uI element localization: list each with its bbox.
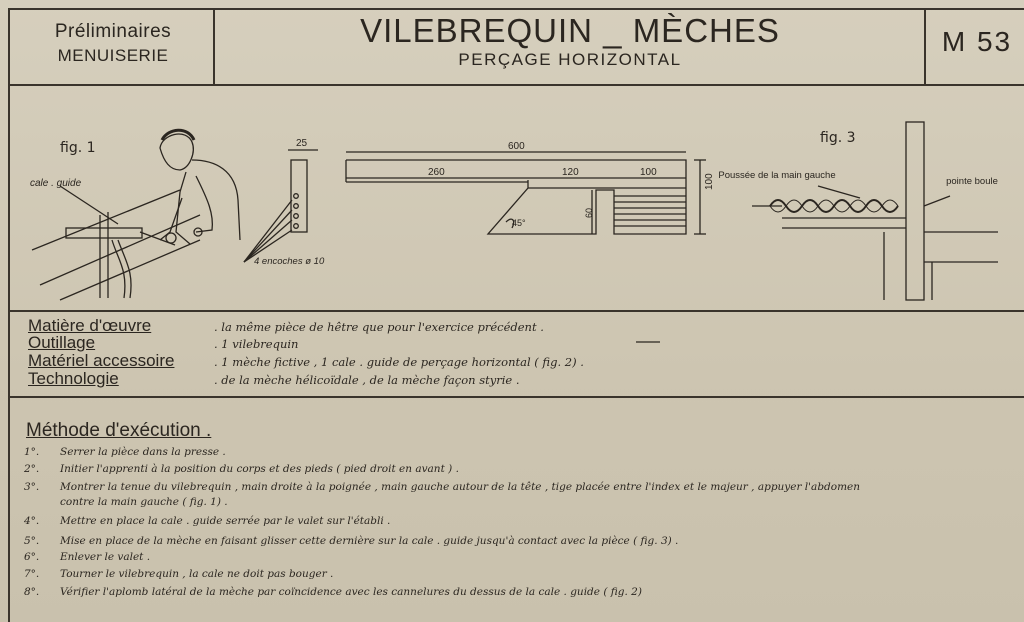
method-step: 4°. Mettre en place la cale . guide serré… bbox=[24, 515, 390, 527]
fig3-callout-left: Poussée de la main gauche bbox=[718, 170, 836, 181]
info-value-outillage: . 1 vilebrequin bbox=[214, 337, 299, 351]
method-title: Méthode d'exécution . bbox=[26, 420, 212, 441]
step-text: Serrer la pièce dans la presse . bbox=[60, 446, 226, 458]
fig1-label: fig. 1 bbox=[60, 140, 96, 156]
fig2-dim-mid: 120 bbox=[562, 167, 579, 178]
info-label-outillage: Outillage bbox=[28, 333, 96, 352]
top-rule bbox=[8, 8, 1024, 10]
fig2-dim-left: 260 bbox=[428, 167, 445, 178]
section-label: Préliminaires MENUISERIE bbox=[14, 20, 212, 68]
fig3-label: fig. 3 bbox=[820, 130, 856, 146]
fig2-angle: 45° bbox=[512, 218, 526, 228]
header-divider-right bbox=[924, 8, 926, 84]
page-subtitle: PERÇAGE HORIZONTAL bbox=[458, 50, 682, 69]
step-text: Mise en place de la mèche en faisant gli… bbox=[60, 535, 679, 547]
section-line-1: Préliminaires bbox=[54, 21, 172, 42]
fig3-illustration bbox=[752, 121, 998, 301]
method-step: 6°. Enlever le valet . bbox=[24, 551, 150, 563]
fig2-dim-slot: 60 bbox=[584, 207, 594, 218]
method-step: contre la main gauche ( fig. 1) . bbox=[24, 496, 228, 508]
step-number: 3°. bbox=[24, 481, 40, 493]
fig2-note: 4 encoches ø 10 bbox=[254, 256, 325, 267]
sheet-code: M 53 bbox=[941, 26, 1013, 57]
figures-rule bbox=[8, 310, 1024, 312]
step-text: Montrer la tenue du vilebrequin , main d… bbox=[60, 481, 861, 493]
step-text: Vérifier l'aplomb latéral de la mèche pa… bbox=[60, 586, 642, 598]
info-rule bbox=[8, 396, 1024, 398]
step-number: 8°. bbox=[24, 586, 40, 598]
step-text: Mettre en place la cale . guide serrée p… bbox=[60, 515, 391, 527]
fig3-callout-right: pointe boule bbox=[946, 176, 998, 187]
fig2-dim-width: 25 bbox=[296, 138, 308, 149]
info-value-materiel: . 1 mèche fictive , 1 cale . guide de pe… bbox=[214, 355, 584, 369]
info-label-matiere: Matière d'œuvre bbox=[28, 316, 152, 335]
method-step: 7°. Tourner le vilebrequin , la cale ne d… bbox=[24, 568, 333, 580]
step-number: 6°. bbox=[24, 551, 40, 563]
step-number: 1°. bbox=[24, 446, 40, 458]
info-value-matiere: . la même pièce de hêtre que pour l'exer… bbox=[214, 320, 544, 334]
step-text: Initier l'apprenti à la position du corp… bbox=[60, 463, 459, 475]
header-rule bbox=[8, 84, 1024, 86]
page-title: VILEBREQUIN _ MÈCHES bbox=[360, 12, 780, 49]
step-number: 4°. bbox=[24, 515, 40, 527]
section-line-2: MENUISERIE bbox=[57, 46, 169, 65]
method-step: 3°. Montrer la tenue du vilebrequin , mai… bbox=[24, 481, 860, 493]
fig2-side-view bbox=[243, 149, 318, 263]
fig2-dim-total: 600 bbox=[508, 141, 525, 152]
step-number: 7°. bbox=[24, 568, 40, 580]
method-step: 1°. Serrer la pièce dans la presse . bbox=[24, 446, 226, 458]
info-value-technologie: . de la mèche hélicoïdale , de la mèche … bbox=[214, 373, 520, 387]
method-step: 5°. Mise en place de la mèche en faisant … bbox=[24, 535, 678, 547]
info-label-technologie: Technologie bbox=[28, 369, 119, 388]
step-text: Tourner le vilebrequin , la cale ne doit… bbox=[60, 568, 334, 580]
step-text: contre la main gauche ( fig. 1) . bbox=[60, 496, 228, 508]
fig1-callout: cale . guide bbox=[30, 178, 82, 189]
info-label-materiel: Matériel accessoire bbox=[28, 351, 175, 370]
left-rule bbox=[8, 8, 10, 622]
fig2-elevation bbox=[345, 151, 706, 235]
step-number: 5°. bbox=[24, 535, 40, 547]
method-step: 8°. Vérifier l'aplomb latéral de la mèche… bbox=[24, 586, 642, 598]
fig2-dim-right: 100 bbox=[640, 167, 657, 178]
method-step: 2°. Initier l'apprenti à la position du c… bbox=[24, 463, 459, 475]
step-text: Enlever le valet . bbox=[60, 551, 151, 563]
step-number: 2°. bbox=[24, 463, 40, 475]
fig1-illustration bbox=[31, 128, 241, 301]
header-divider-left bbox=[213, 8, 215, 84]
